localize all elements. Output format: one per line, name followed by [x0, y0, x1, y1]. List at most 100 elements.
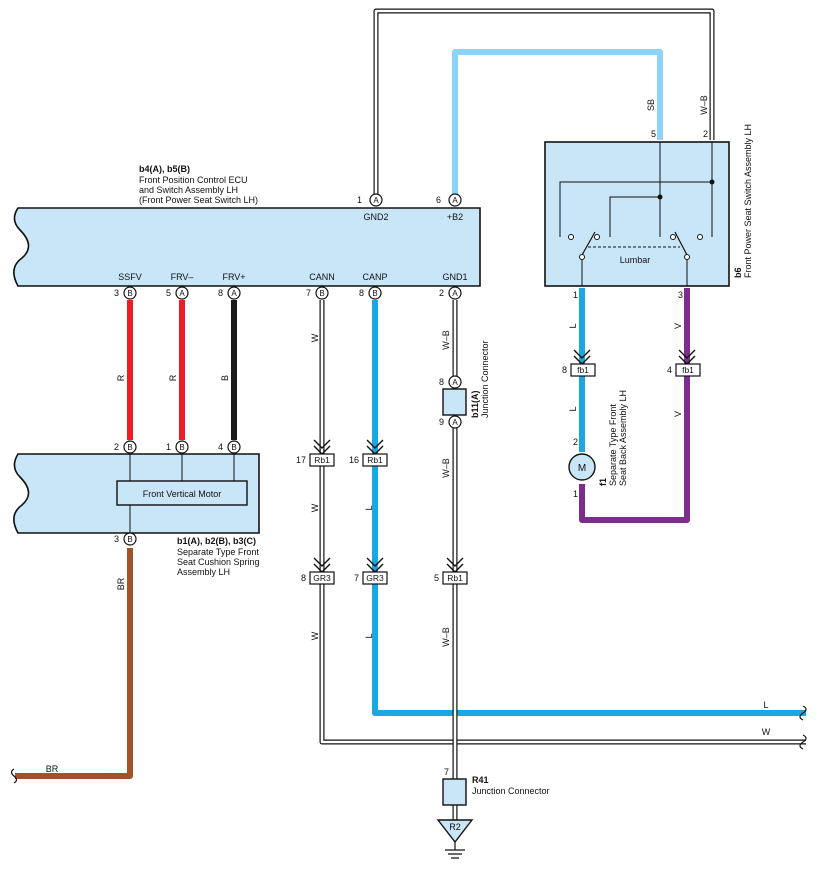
seat-switch-label: b6 Front Power Seat Switch Assembly LH: [733, 124, 753, 278]
wire-label-br-1: BR: [116, 577, 126, 590]
svg-text:B: B: [319, 289, 324, 298]
seat-switch-box: [544, 141, 730, 287]
wire-label-sb: SB: [646, 99, 656, 111]
junction-b11: [442, 388, 467, 416]
pin-num-cann: 7: [306, 288, 311, 298]
inline-conn-fb1-4: fb1: [675, 349, 701, 377]
wire-label-br-2: BR: [46, 764, 59, 774]
motor-pin-1: B: [175, 440, 189, 454]
pin-cann: B: [315, 286, 329, 300]
inline-conn-rb1-16: Rb1: [362, 439, 388, 467]
wire-label-wb-top: W–B: [699, 95, 709, 115]
wire-label-b-frv: B: [220, 375, 230, 381]
wire-label-r-frv: R: [168, 374, 178, 381]
pin-num-ssfv: 3: [114, 288, 119, 298]
motor-assy-name-1: Separate Type Front: [177, 547, 259, 557]
pin-label-gnd2: GND2: [363, 212, 388, 222]
back-assy-name-2: Seat Back Assembly LH: [618, 390, 628, 486]
svg-text:A: A: [452, 418, 458, 427]
motor-pin-num-1: 1: [166, 442, 171, 452]
junction-b11-pin-8: A: [448, 375, 462, 389]
pin-label-ssfv: SSFV: [118, 272, 142, 282]
inline-conn-rb1-5: Rb1: [442, 557, 468, 585]
seat-switch-name: Front Power Seat Switch Assembly LH: [743, 124, 753, 278]
break-mark-right: [799, 705, 807, 750]
switch-pin-1: 1: [573, 290, 578, 300]
ecu-name-3: (Front Power Seat Switch LH): [139, 195, 258, 205]
wire-label-wb-1: W–B: [441, 330, 451, 350]
back-motor-pin-2: 2: [573, 437, 578, 447]
switch-pin-3: 3: [678, 290, 683, 300]
inline-conn-fb1-8: fb1: [570, 349, 596, 377]
svg-text:B: B: [372, 289, 377, 298]
wire-label-l-3: L: [568, 323, 578, 328]
wire-label-w-3: W: [310, 631, 320, 640]
svg-text:B: B: [231, 443, 236, 452]
junction-b11-num-9: 9: [439, 417, 444, 427]
wire-label-wb-3: W–B: [441, 627, 451, 647]
back-motor-symbol: M: [578, 463, 586, 474]
motor-pin-4: B: [227, 440, 241, 454]
pin-label-frv-minus: FRV–: [171, 272, 194, 282]
switch-pin-2: 2: [703, 129, 708, 139]
svg-text:Rb1: Rb1: [447, 573, 463, 583]
junction-r41-pin: 7: [444, 767, 449, 777]
ecu-name-1: Front Position Control ECU: [139, 175, 248, 185]
motor-assy-box: [13, 453, 260, 534]
motor-assy-name-3: Assembly LH: [177, 567, 230, 577]
wire-sb: [452, 49, 663, 196]
pin-label-canp: CANP: [362, 272, 387, 282]
pin-b2: A: [448, 193, 462, 207]
inline-conn-num-gr3-7: 7: [354, 573, 359, 583]
pin-num-frv-plus: 8: [218, 288, 223, 298]
svg-text:A: A: [231, 289, 237, 298]
wire-label-v-2: V: [673, 411, 683, 417]
motor-pin-num-2: 2: [114, 442, 119, 452]
junction-r41-name: Junction Connector: [472, 786, 550, 796]
wire-label-r-ssfv: R: [116, 374, 126, 381]
svg-text:A: A: [452, 289, 458, 298]
motor-pin-num-3: 3: [114, 534, 119, 544]
pin-num-canp: 8: [359, 288, 364, 298]
back-assy-code: f1: [598, 478, 608, 486]
pin-label-b2: +B2: [447, 212, 463, 222]
inline-conn-gr3-8: GR3: [309, 557, 335, 585]
back-assy-label: f1 Separate Type Front Seat Back Assembl…: [598, 390, 628, 486]
inline-conn-num-fb1-8: 8: [562, 365, 567, 375]
pin-frv-minus: A: [175, 286, 189, 300]
svg-text:A: A: [373, 196, 379, 205]
inline-conn-gr3-7: GR3: [362, 557, 388, 585]
seat-switch-code: b6: [733, 267, 743, 278]
junction-r41-code: R41: [472, 775, 489, 785]
pin-num-gnd1: 2: [439, 288, 444, 298]
switch-label-lumbar: Lumbar: [620, 255, 651, 265]
switch-pin-5: 5: [651, 129, 656, 139]
wire-br: [15, 548, 133, 779]
wire-label-w-1: W: [310, 333, 320, 342]
motor-pin-2: B: [123, 440, 137, 454]
svg-text:B: B: [127, 289, 132, 298]
inline-conn-num-rb1-16: 16: [349, 455, 359, 465]
inline-conn-num-fb1-4: 4: [667, 365, 672, 375]
wire-label-l-1: L: [364, 505, 374, 510]
junction-b11-num-8: 8: [439, 377, 444, 387]
ground-label: R2: [449, 822, 461, 832]
wire-label-wb-2: W–B: [441, 458, 451, 478]
pin-frv-plus: A: [227, 286, 241, 300]
pin-num-gnd2: 1: [357, 195, 362, 205]
motor-assy-code: b1(A), b2(B), b3(C): [177, 536, 256, 546]
svg-text:GR3: GR3: [313, 573, 331, 583]
wire-wb-gnd2: [373, 8, 715, 196]
ecu-name-2: and Switch Assembly LH: [139, 185, 238, 195]
svg-text:A: A: [452, 196, 458, 205]
inline-conn-rb1-17: Rb1: [309, 439, 335, 467]
back-motor-pin-1: 1: [573, 489, 578, 499]
pin-label-frv-plus: FRV+: [222, 272, 245, 282]
ecu-box: [13, 207, 481, 287]
ground-symbol: [436, 819, 474, 859]
wire-label-l-2: L: [364, 633, 374, 638]
svg-text:Rb1: Rb1: [314, 455, 330, 465]
pin-num-frv-minus: 5: [166, 288, 171, 298]
junction-b11-name: Junction Connector: [480, 340, 490, 418]
